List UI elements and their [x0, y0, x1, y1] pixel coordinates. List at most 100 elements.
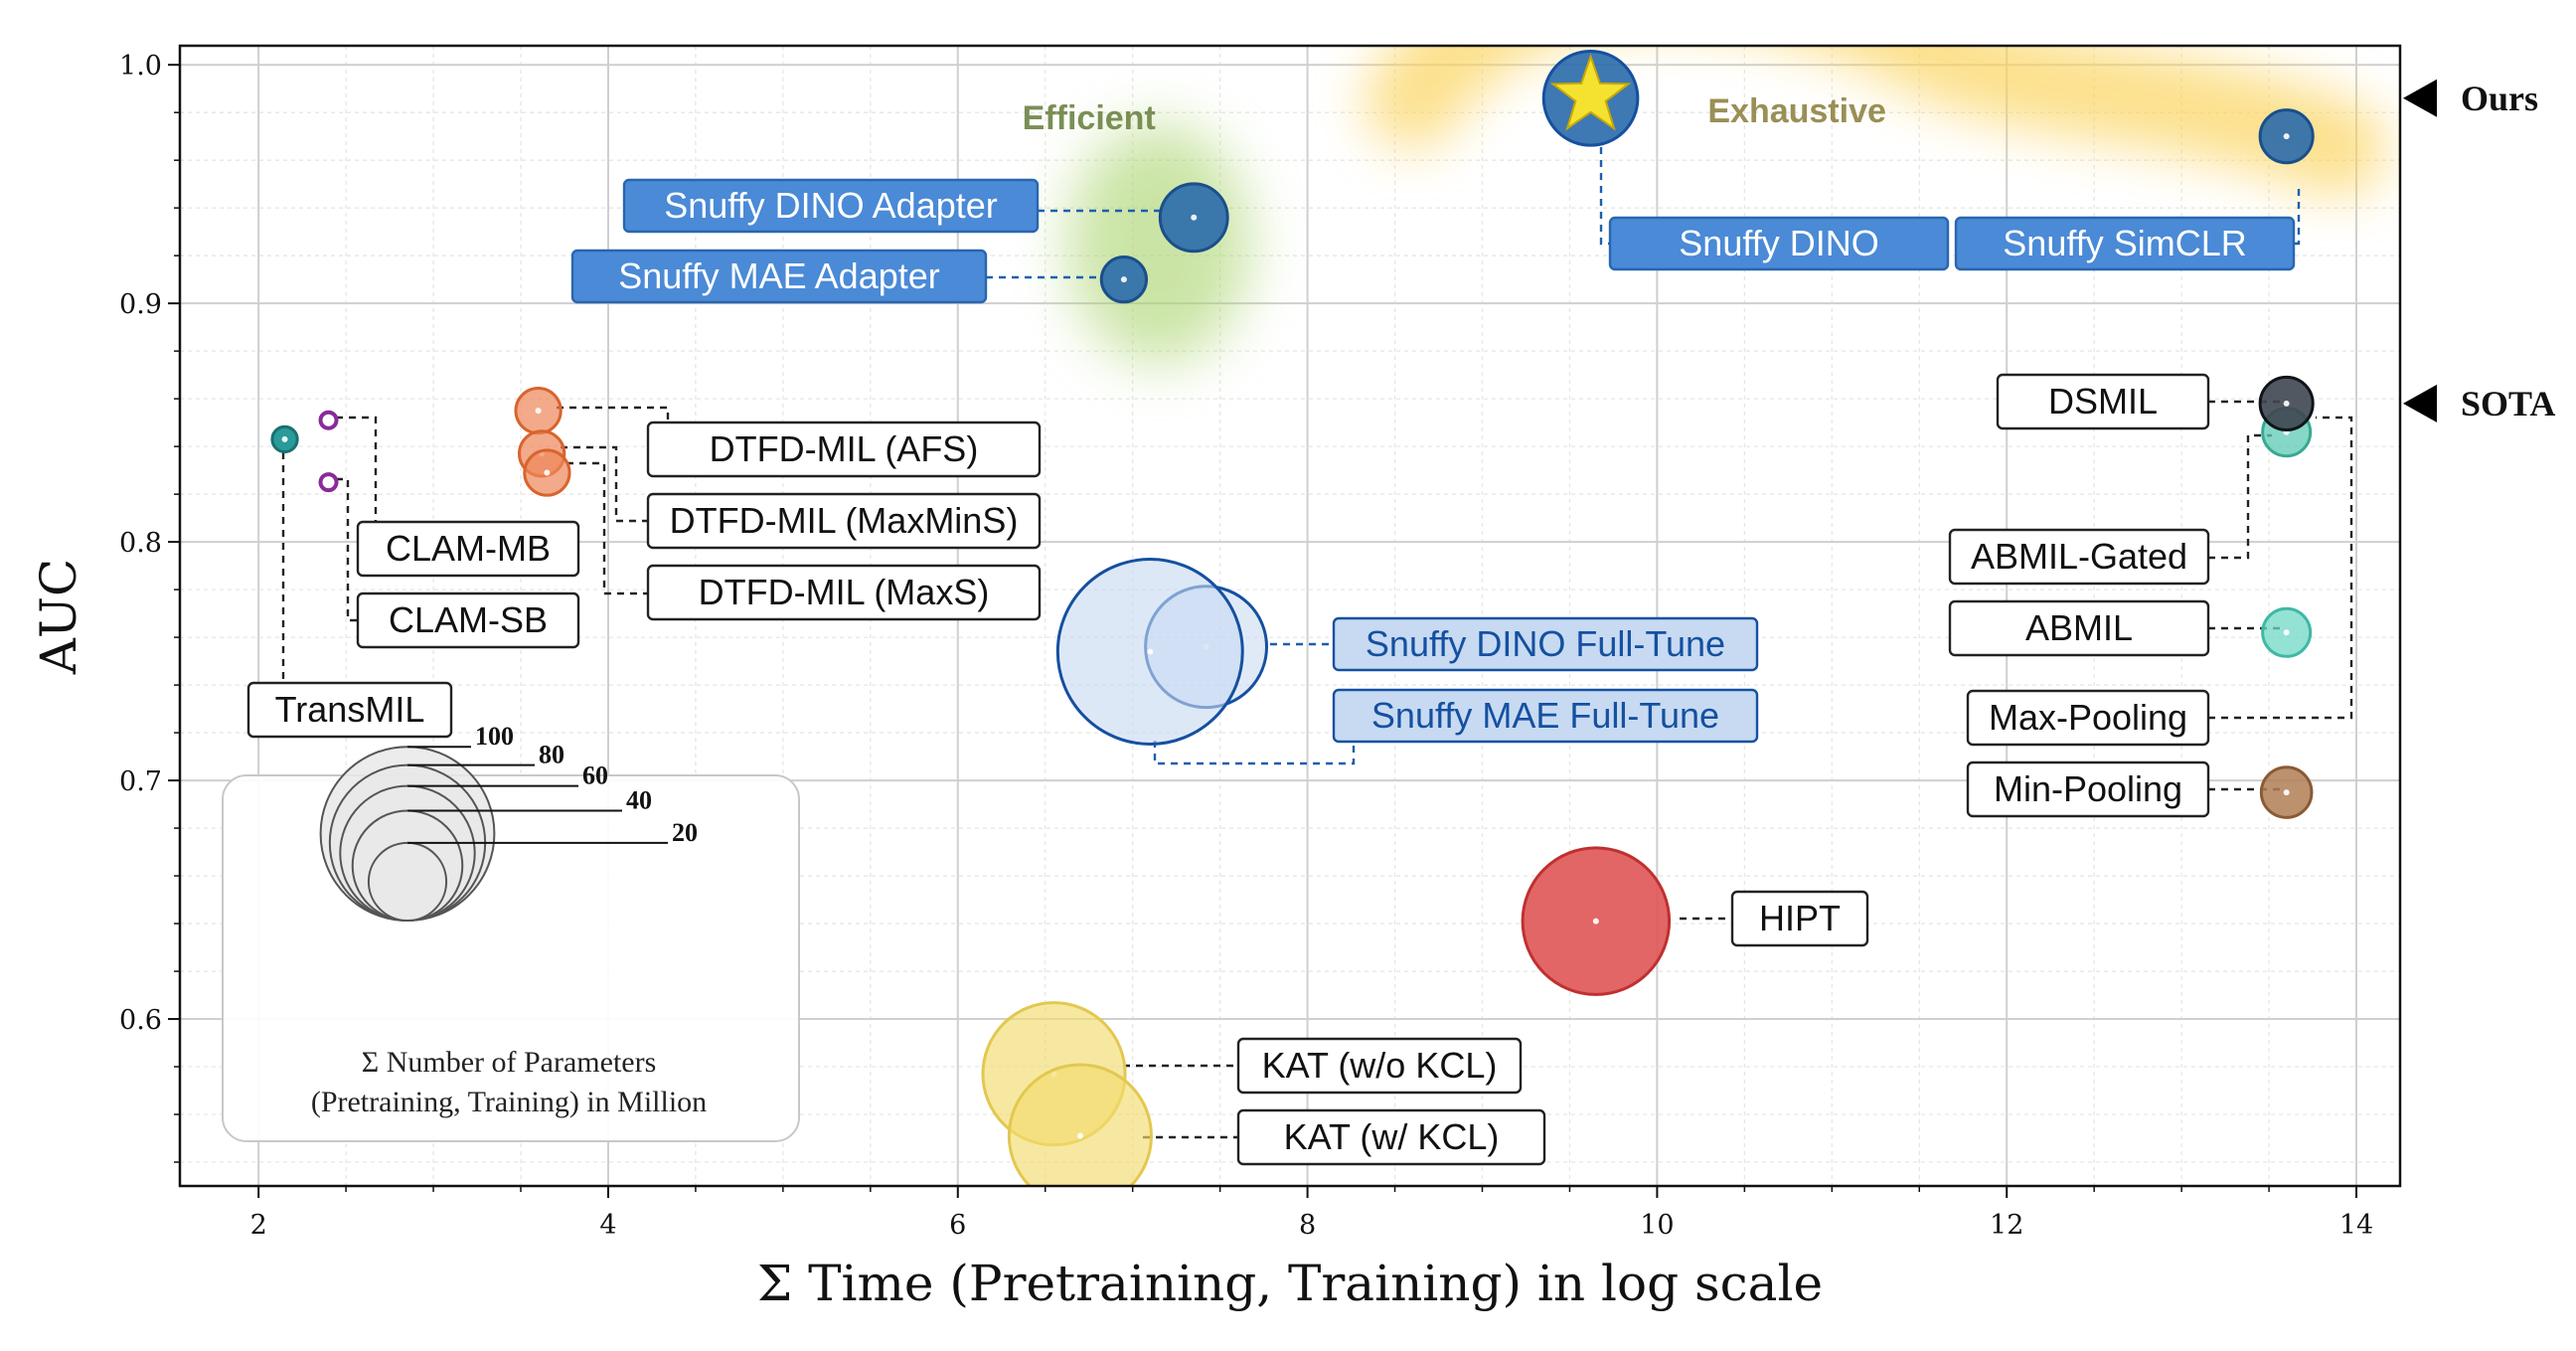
x-tick-label: 12 [1990, 1210, 2023, 1241]
label-abmil-gated-box [1948, 528, 2210, 586]
annotation-sota: SOTA [2461, 384, 2555, 423]
label-clam-sb: CLAM-SB [389, 599, 548, 640]
label-snuffy-mae-adapter-box [570, 249, 988, 304]
label-clam-sb-box [356, 591, 580, 649]
point-kat-w-kcl-center [1076, 1132, 1083, 1139]
label-snuffy-dino: Snuffy DINO [1679, 223, 1878, 263]
label-abmil: ABMIL [2025, 607, 2133, 648]
y-tick-label: 0.6 [119, 1005, 162, 1036]
label-clam-mb: CLAM-MB [386, 528, 551, 569]
connector-max-pooling [2208, 416, 2353, 720]
point-transmil-center [281, 435, 288, 442]
label-kat-w-kcl-box [1236, 1108, 1546, 1166]
annotations: Ours SOTA [2403, 79, 2555, 423]
point-snuffy-dino-adapter-center [1191, 214, 1198, 221]
size-legend-value: 80 [539, 741, 564, 769]
label-max-pooling-box [1966, 689, 2210, 747]
point-kat-w-kcl [1007, 1063, 1153, 1186]
exhaustive-glow [1365, 46, 2386, 196]
label-dtfd-mil-maxs-box [646, 564, 1042, 621]
point-snuffy-mae-full-tune-center [1147, 648, 1154, 655]
y-tick-label: 0.8 [119, 528, 162, 559]
x-tick-label: 4 [599, 1210, 616, 1241]
point-dtfd-mil-maxs-center [544, 469, 551, 476]
label-transmil: TransMIL [275, 689, 425, 730]
label-dtfd-mil-maxs: DTFD-MIL (MaxS) [699, 572, 990, 612]
label-hipt-box [1730, 890, 1869, 947]
region-label-efficient: Efficient [1023, 99, 1156, 137]
connector-snuffy-simclr [2294, 189, 2301, 246]
label-snuffy-simclr-box [1954, 216, 2296, 271]
connector-snuffy-mae-full-tune [1153, 741, 1356, 765]
label-hipt: HIPT [1759, 898, 1841, 938]
label-kat-w-kcl: KAT (w/ KCL) [1284, 1116, 1500, 1157]
label-snuffy-mae-adapter: Snuffy MAE Adapter [618, 255, 940, 296]
point-clam-sb [318, 472, 339, 493]
label-kat-w-o-kcl: KAT (w/o KCL) [1262, 1045, 1498, 1086]
connector-clam-mb [336, 416, 378, 522]
point-snuffy-simclr-center [2283, 133, 2290, 140]
y-tick-label: 1.0 [119, 51, 162, 82]
ours-arrow-icon [2403, 79, 2437, 117]
efficient-glow [1067, 124, 1251, 364]
label-abmil-box [1948, 599, 2210, 657]
label-max-pooling: Max-Pooling [1989, 697, 2187, 738]
region-label-exhaustive: Exhaustive [1707, 92, 1886, 130]
connector-dtfd-mil-afs [557, 406, 670, 422]
size-legend-caption-1: Σ Number of Parameters [362, 1046, 657, 1079]
point-dsmil-center [2283, 400, 2290, 407]
x-tick-label: 6 [949, 1210, 966, 1241]
connector-clam-sb [336, 477, 358, 622]
point-min-pooling-center [2283, 789, 2290, 796]
sota-arrow-icon [2403, 384, 2437, 422]
y-axis-title: AUC [30, 559, 87, 676]
label-connectors [281, 147, 2353, 1139]
region-glows [1067, 46, 2386, 364]
annotation-ours: Ours [2461, 79, 2538, 118]
point-dtfd-mil-afs-center [535, 408, 542, 415]
plot-frame [178, 44, 2402, 1188]
label-snuffy-mae-full-tune-box [1332, 688, 1759, 744]
x-tick-label: 2 [250, 1210, 267, 1241]
label-snuffy-dino-adapter: Snuffy DINO Adapter [664, 185, 998, 226]
size-legend-caption-2: (Pretraining, Training) in Million [311, 1086, 707, 1118]
point-abmil-center [2283, 629, 2290, 636]
connector-abmil-gated [2208, 433, 2272, 560]
x-tick-label: 10 [1640, 1210, 1674, 1241]
label-clam-mb-box [356, 520, 580, 578]
point-hipt-center [1592, 918, 1599, 925]
label-snuffy-mae-full-tune: Snuffy MAE Full-Tune [1371, 695, 1719, 736]
size-legend-value: 60 [582, 761, 608, 790]
data-points [270, 49, 2315, 1186]
size-legend-circle [367, 841, 448, 922]
label-snuffy-dino-box [1608, 216, 1950, 271]
label-snuffy-dino-full-tune: Snuffy DINO Full-Tune [1366, 623, 1725, 664]
label-dsmil: DSMIL [2048, 381, 2158, 422]
point-clam-mb [318, 410, 339, 430]
label-snuffy-dino-full-tune-box [1332, 616, 1759, 672]
x-tick-label: 8 [1299, 1210, 1316, 1241]
connector-snuffy-dino [1599, 147, 1610, 246]
connector-dtfd-mil-maxs [566, 461, 648, 595]
label-snuffy-simclr: Snuffy SimCLR [2003, 223, 2246, 263]
label-transmil-box [246, 681, 453, 739]
label-dsmil-box [1996, 373, 2210, 430]
size-legend-value: 40 [626, 785, 652, 814]
label-dtfd-mil-maxmins: DTFD-MIL (MaxMinS) [670, 500, 1019, 541]
label-abmil-gated: ABMIL-Gated [1971, 536, 2187, 577]
label-dtfd-mil-afs-box [646, 421, 1042, 478]
y-tick-label: 0.9 [119, 289, 162, 320]
label-min-pooling-box [1966, 760, 2210, 818]
connector-dtfd-mil-maxmins [561, 445, 648, 523]
label-dtfd-mil-afs: DTFD-MIL (AFS) [710, 428, 979, 469]
label-min-pooling: Min-Pooling [1994, 768, 2182, 809]
point-snuffy-mae-adapter-center [1120, 276, 1127, 283]
size-legend-value: 100 [475, 722, 514, 751]
label-kat-w-o-kcl-box [1236, 1037, 1523, 1095]
x-tick-label: 14 [2339, 1210, 2373, 1241]
